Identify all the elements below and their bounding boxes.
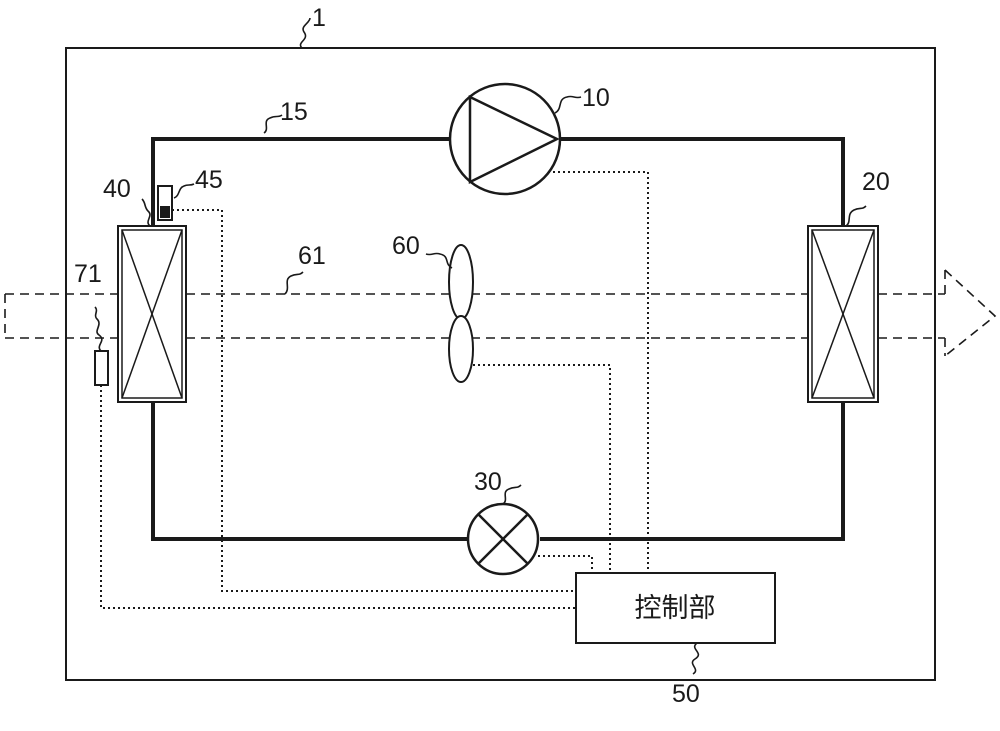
- label-compressor: 10: [582, 84, 610, 112]
- airflow-arrow: [4, 269, 997, 357]
- label-evaporator: 40: [103, 175, 131, 203]
- label-sensor-71: 71: [74, 260, 102, 288]
- expansion-valve: [466, 502, 540, 576]
- sensor-71: [94, 350, 109, 386]
- controller-box: [575, 572, 776, 644]
- label-pipe: 15: [280, 98, 308, 126]
- control-wiring: [100, 171, 649, 609]
- sensor-45: [157, 185, 173, 221]
- label-condenser: 20: [862, 168, 890, 196]
- refrigerant-loop: [151, 137, 845, 541]
- compressor: [448, 82, 562, 196]
- leader-lines: [94, 17, 867, 675]
- controller-text: 控制部: [635, 593, 716, 624]
- label-expansion-valve: 30: [474, 468, 502, 496]
- label-sensor-45: 45: [195, 166, 223, 194]
- label-fan: 60: [392, 232, 420, 260]
- fan: [448, 244, 474, 383]
- label-airflow: 61: [298, 242, 326, 270]
- evaporator: [117, 225, 187, 403]
- label-system: 1: [312, 4, 326, 32]
- condenser: [807, 225, 879, 403]
- label-controller: 50: [672, 680, 700, 708]
- housing-box: [65, 47, 936, 681]
